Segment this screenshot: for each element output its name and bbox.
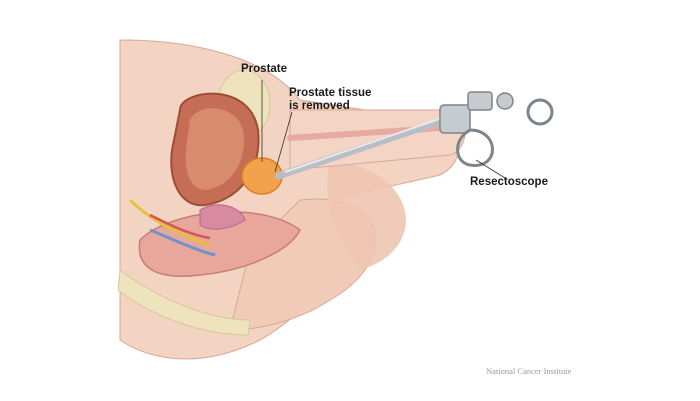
prostate-label: Prostate bbox=[241, 63, 288, 75]
tissue-line-1: Prostate tissue bbox=[289, 87, 372, 99]
resectoscope-head bbox=[439, 91, 554, 167]
tissue-line-2: is removed bbox=[289, 100, 350, 112]
resectoscope-shaft-highlight bbox=[284, 116, 446, 173]
leader-resectoscope bbox=[475, 159, 506, 179]
credit-text: National Cancer Institute bbox=[486, 366, 572, 376]
seminal-vesicles bbox=[199, 204, 246, 230]
vessel-blue bbox=[149, 228, 216, 257]
sacrum bbox=[117, 269, 251, 336]
resectoscope-label: Resectoscope bbox=[470, 176, 548, 188]
leader-tissue bbox=[274, 111, 293, 173]
buttock-shape bbox=[327, 160, 406, 270]
bladder-inner bbox=[185, 108, 245, 190]
resectoscope-shaft bbox=[274, 116, 449, 180]
tissue-removed-label: Prostate tissue is removed bbox=[289, 87, 381, 113]
nerve-yellow bbox=[128, 198, 211, 247]
vessel-red bbox=[149, 213, 211, 240]
